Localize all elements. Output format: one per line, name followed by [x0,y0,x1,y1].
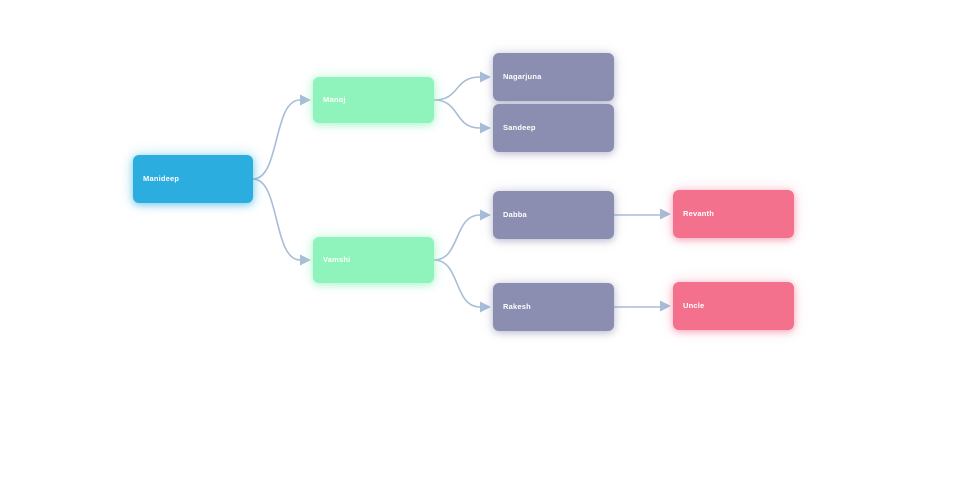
edge-rakesh-to-uncle [613,300,671,312]
node-label: Vamshi [323,255,351,265]
edge-manideep-to-manoj [252,94,311,180]
edge-arrowhead-icon [480,301,491,313]
edge-arrowhead-icon [660,300,671,312]
edge-manoj-to-nagarjuna [433,71,491,101]
edge-arrowhead-icon [480,122,491,134]
node-label: Manoj [323,95,346,105]
node-rakesh[interactable]: Rakesh [493,283,614,331]
edge-arrowhead-icon [660,208,671,220]
edge-vamshi-to-rakesh [433,259,491,313]
node-uncle[interactable]: Uncle [673,282,794,330]
node-label: Nagarjuna [503,72,542,82]
node-sandeep[interactable]: Sandeep [493,104,614,152]
node-revanth[interactable]: Revanth [673,190,794,238]
node-vamshi[interactable]: Vamshi [313,237,434,283]
edge-arrowhead-icon [300,94,311,106]
edge-vamshi-to-dabba [433,209,491,261]
edge-arrowhead-icon [480,209,491,221]
edge-manideep-to-vamshi [252,178,311,266]
edge-arrowhead-icon [300,254,311,266]
node-manideep[interactable]: Manideep [133,155,253,203]
node-label: Uncle [683,301,705,311]
node-dabba[interactable]: Dabba [493,191,614,239]
node-label: Revanth [683,209,714,219]
node-manoj[interactable]: Manoj [313,77,434,123]
edge-arrowhead-icon [480,71,491,83]
node-nagarjuna[interactable]: Nagarjuna [493,53,614,101]
node-label: Dabba [503,210,527,220]
edge-manoj-to-sandeep [433,99,491,134]
node-label: Rakesh [503,302,531,312]
node-label: Manideep [143,174,180,184]
edge-dabba-to-revanth [613,208,671,220]
node-label: Sandeep [503,123,536,133]
